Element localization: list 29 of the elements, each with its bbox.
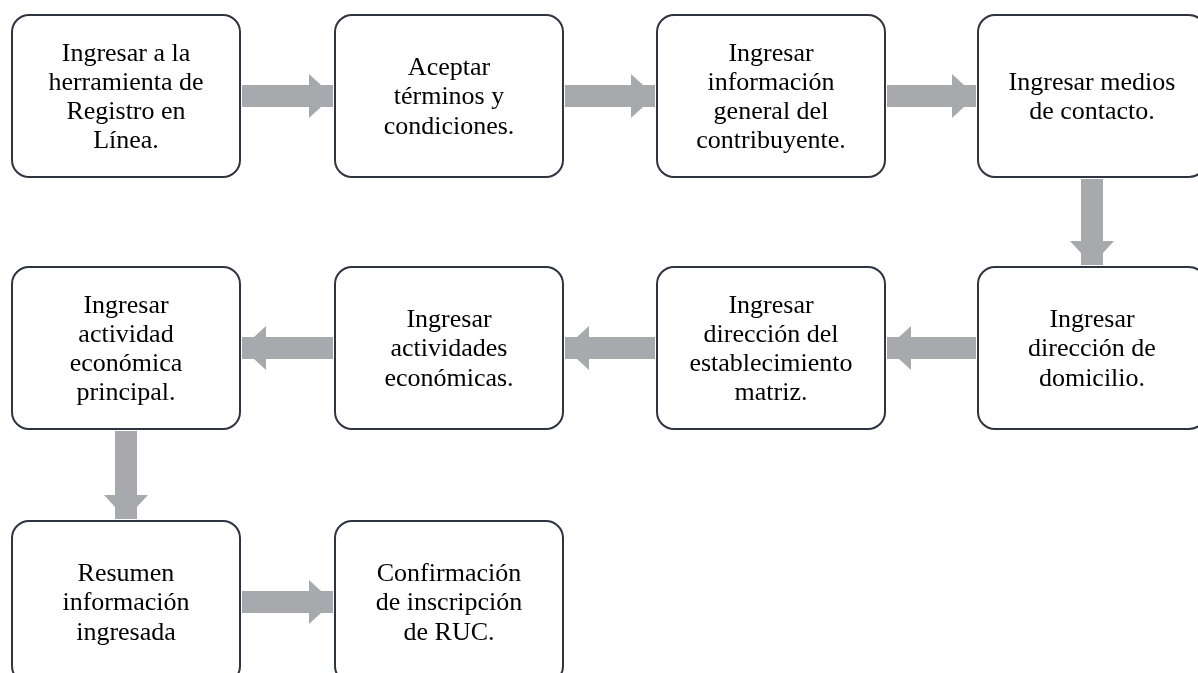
step-text: Ingresar actividad económica principal. [68, 289, 184, 407]
step-text: Resumen información ingresada [61, 558, 191, 646]
step-text: Ingresar medios de contacto. [1007, 66, 1177, 126]
process-box [656, 14, 886, 178]
step-text: Confirmación de inscripción de RUC. [374, 558, 524, 646]
block-arrow [565, 74, 655, 118]
block-arrow [887, 326, 976, 370]
process-box [334, 14, 564, 178]
block-arrow [887, 74, 976, 118]
block-arrow [242, 580, 333, 624]
process-box [334, 266, 564, 430]
process-box [11, 14, 241, 178]
process-box [11, 266, 241, 430]
step-text: Ingresar dirección del establecimiento matriz. [688, 289, 854, 407]
block-arrow [242, 74, 333, 118]
process-box [11, 520, 241, 673]
process-box [977, 266, 1198, 430]
step-text: Aceptar términos y condiciones. [382, 52, 516, 140]
step-text: Ingresar a la herramienta de Registro en Línea. [47, 37, 205, 155]
block-arrow [565, 326, 655, 370]
step-text: Ingresar información general del contribuyente. [695, 37, 847, 155]
block-arrow [242, 326, 333, 370]
process-box [334, 520, 564, 673]
block-arrow [104, 431, 148, 519]
block-arrow [1070, 179, 1114, 265]
step-text: Ingresar actividades económicas. [383, 304, 515, 392]
process-box [656, 266, 886, 430]
step-text: Ingresar dirección de domicilio. [1027, 304, 1157, 392]
process-box [977, 14, 1198, 178]
